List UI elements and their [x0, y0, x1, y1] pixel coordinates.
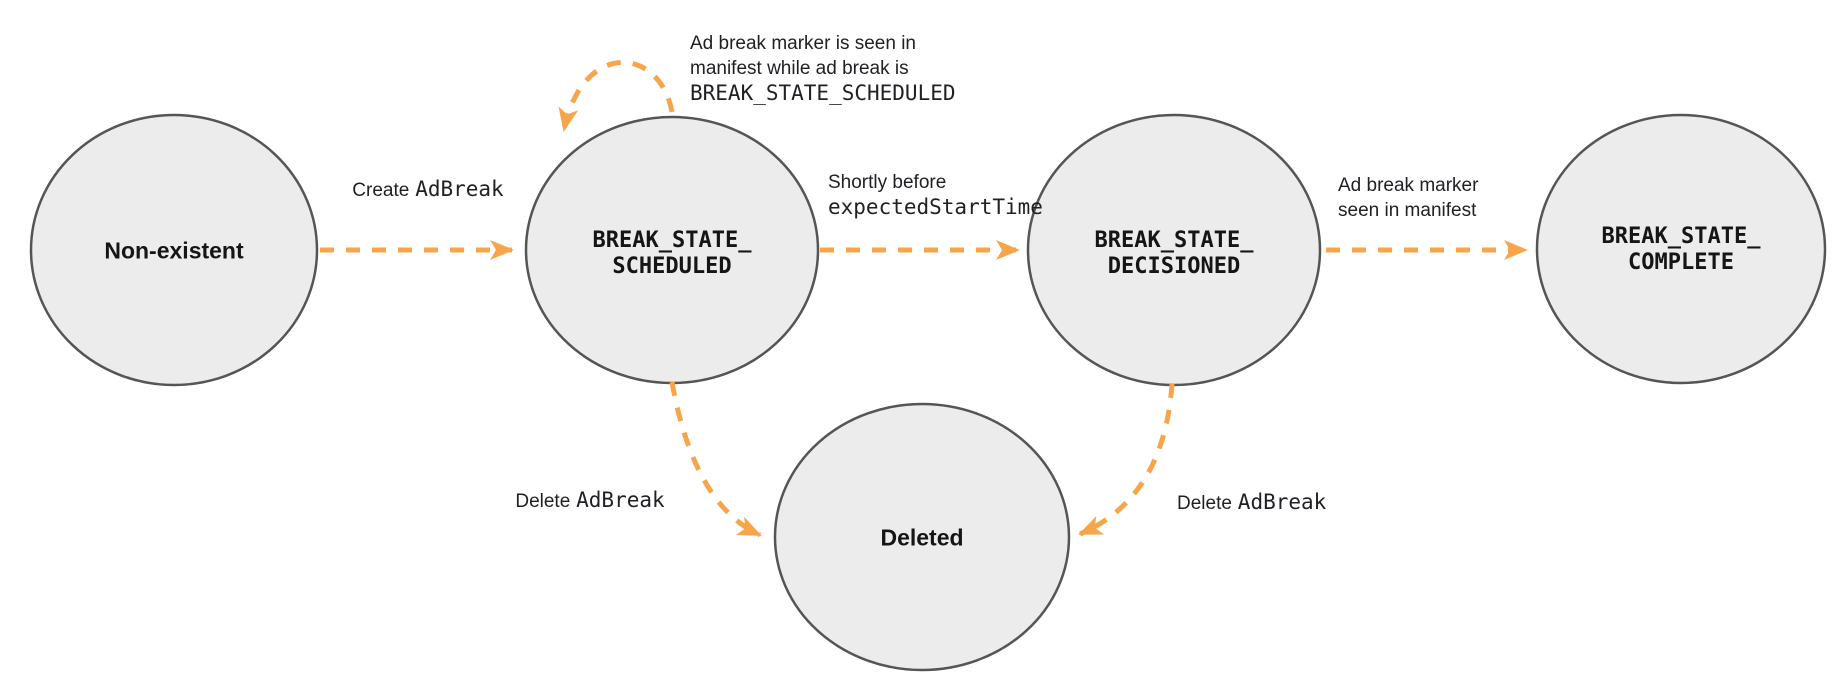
edge-label-delete-decisioned-text: Delete	[1177, 493, 1232, 514]
node-label-scheduled-line1: BREAK_STATE_	[592, 228, 752, 253]
node-label-scheduled: BREAK_STATE_ SCHEDULED	[593, 228, 752, 280]
node-label-complete: BREAK_STATE_ COMPLETE	[1602, 224, 1761, 276]
edge-label-shortly-before-text: Shortly before	[828, 172, 947, 193]
node-label-decisioned: BREAK_STATE_ DECISIONED	[1095, 228, 1254, 280]
edge-self-loop-arrow	[558, 60, 675, 132]
node-label-scheduled-line2: SCHEDULED	[612, 254, 732, 279]
edge-label-self-loop-line1: Ad break marker is seen in	[690, 33, 916, 54]
edge-label-shortly-before-code: expectedStartTime	[828, 195, 1043, 219]
node-complete-shape	[1535, 113, 1827, 385]
edge-label-delete-scheduled-text: Delete	[515, 491, 571, 512]
node-label-non-existent: Non-existent	[104, 237, 244, 264]
edge-delete-scheduled-arrow	[669, 381, 762, 538]
edge-label-marker-seen-line2: seen in manifest	[1338, 200, 1477, 221]
node-non-existent-shape	[29, 113, 319, 387]
edge-label-self-loop-code: BREAK_STATE_SCHEDULED	[690, 81, 956, 105]
edge-label-create-code: AdBreak	[415, 177, 504, 201]
node-label-complete-line1: BREAK_STATE_	[1601, 224, 1761, 249]
edge-label-delete-decisioned-code: AdBreak	[1237, 490, 1327, 514]
node-label-complete-line2: COMPLETE	[1628, 250, 1734, 275]
node-label-deleted: Deleted	[880, 524, 964, 551]
edge-label-delete-scheduled-code: AdBreak	[576, 488, 665, 512]
edge-delete-decisioned-arrow	[1078, 383, 1175, 537]
edge-label-shortly-before: Shortly before expectedStartTime	[828, 170, 1043, 220]
edge-label-self-loop-line2: manifest while ad break is	[690, 58, 909, 79]
node-label-decisioned-line1: BREAK_STATE_	[1094, 228, 1254, 253]
edge-label-marker-seen: Ad break marker seen in manifest	[1338, 173, 1478, 223]
node-deleted-shape	[773, 402, 1071, 672]
edge-label-self-loop: Ad break marker is seen in manifest whil…	[690, 31, 956, 106]
node-label-decisioned-line2: DECISIONED	[1107, 254, 1241, 279]
edge-label-marker-seen-line1: Ad break marker	[1338, 175, 1479, 196]
edge-label-create-text: Create	[352, 180, 410, 201]
